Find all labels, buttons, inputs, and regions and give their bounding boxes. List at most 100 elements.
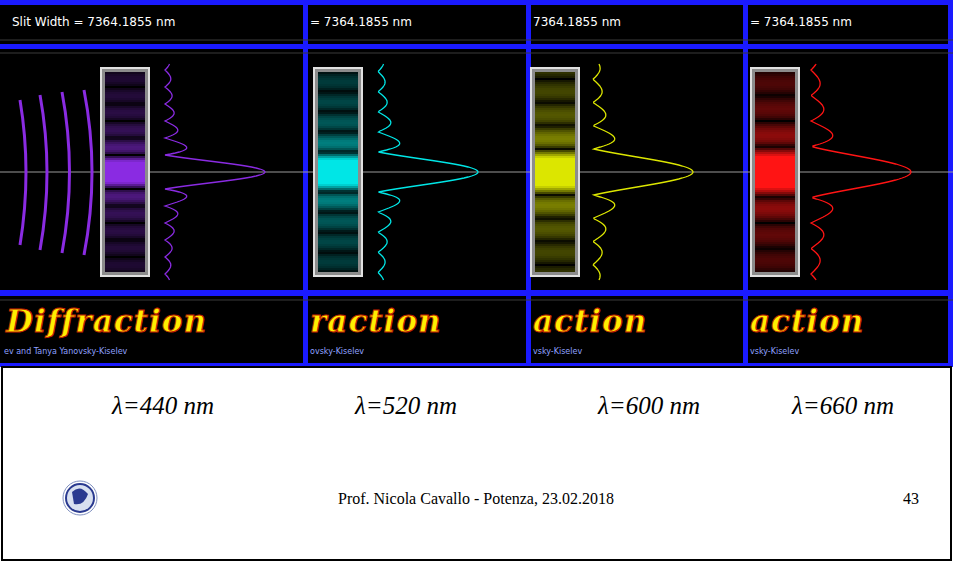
fringe-band [105,76,145,78]
fringe-band [535,116,575,118]
fringe-band [318,120,358,122]
fringe-band [105,184,145,186]
fringe-band [105,264,145,266]
fringe-band [535,254,575,256]
fringe-band [755,178,795,180]
fringe-band [535,248,575,250]
intensity-curve [379,64,479,280]
credit-line: ovsky-Kiselev [310,347,364,356]
fringe-band [535,152,575,154]
fringe-band [535,164,575,166]
fringe-band [105,198,145,200]
panel-bevels [0,40,953,300]
fringe-band [535,188,575,190]
fringe-band [535,184,575,186]
fringe-band [318,94,358,96]
fringe-band [318,122,358,124]
fringe-band [535,216,575,218]
fringe-band [318,76,358,78]
applet-logo: action [750,303,864,339]
fringe-band [318,252,358,254]
fringe-band [755,92,795,94]
fringe-band [318,242,358,244]
fringe-band [318,78,358,80]
fringe-band [105,226,145,228]
fringe-band [105,150,145,152]
fringe-band [318,158,358,160]
fringe-band [535,270,575,272]
fringe-band [535,80,575,82]
fringe-band [535,72,575,74]
fringe-band [105,138,145,140]
intensity-curve [165,64,265,280]
credit-line: vsky-Kiselev [750,347,799,356]
fringe-band [318,86,358,88]
fringe-band [535,218,575,220]
fringe-band [755,90,795,92]
fringe-band [105,232,145,234]
fringe-band [535,158,575,160]
fringe-band [535,208,575,210]
fringe-band [105,112,145,114]
fringe-band [105,156,145,158]
fringe-band [318,106,358,108]
fringe-band [755,196,795,198]
fringe-band [535,194,575,196]
slide-border [2,367,951,560]
fringe-band [535,222,575,224]
fringe-band [318,166,358,168]
fringe-band [755,186,795,188]
fringe-band [535,124,575,126]
fringe-band [535,118,575,120]
fringe-band [755,218,795,220]
fringe-band [105,78,145,80]
fringe-band [318,100,358,102]
fringe-band [755,248,795,250]
fringe-band [105,220,145,222]
slit-frame [751,68,799,276]
fringe-band [105,134,145,136]
fringe-band [105,84,145,86]
fringe-band [755,268,795,270]
fringe-band [535,140,575,142]
fringe-band [755,250,795,252]
fringe-band [105,142,145,144]
fringe-band [535,154,575,156]
fringe-band [535,82,575,84]
fringe-band [105,216,145,218]
fringe-band [318,258,358,260]
applet-logo: Diffraction [6,303,207,339]
fringe-band [755,140,795,142]
fringe-band [535,242,575,244]
fringe-band [105,208,145,210]
fringe-band [318,132,358,134]
fringe-band [318,96,358,98]
fringe-band [318,98,358,100]
fringe-band [105,100,145,102]
fringe-band [535,88,575,90]
fringe-band [105,106,145,108]
fringe-band [755,210,795,212]
fringe-band [755,130,795,132]
fringe-band [755,206,795,208]
fringe-band [318,192,358,194]
fringe-band [755,128,795,130]
fringe-band [318,142,358,144]
fringe-band [755,224,795,226]
fringe-band [105,122,145,124]
page-number: 43 [903,490,919,508]
fringe-band [755,246,795,248]
fringe-band [535,246,575,248]
fringe-band [105,242,145,244]
fringe-band [105,212,145,214]
fringe-band [318,80,358,82]
fringe-band [535,244,575,246]
fringe-band [318,74,358,76]
fringe-band [535,162,575,164]
diffraction-patterns [101,64,911,280]
fringe-band [105,244,145,246]
fringe-band [318,180,358,182]
fringe-band [318,178,358,180]
fringe-band [318,182,358,184]
